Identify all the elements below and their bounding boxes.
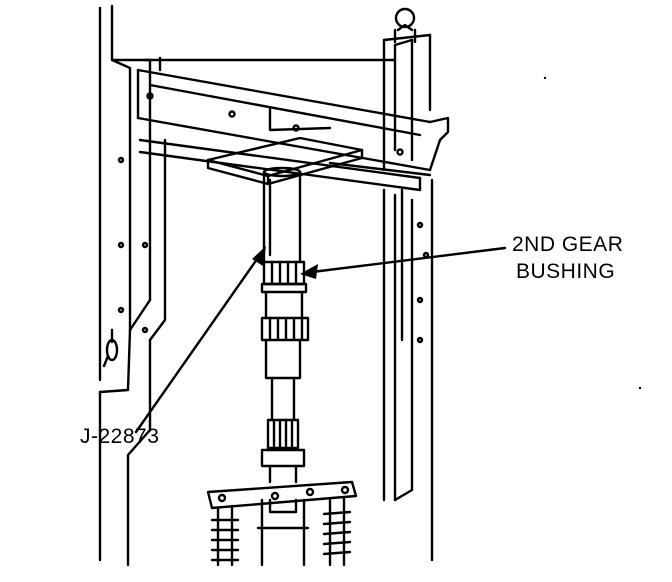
bushing-callout-line2: BUSHING xyxy=(516,260,616,283)
tool-callout: J-22873 xyxy=(80,425,160,448)
gear-bushing xyxy=(260,260,308,294)
press-plate xyxy=(206,136,364,186)
support-rails xyxy=(138,138,432,192)
bushing-callout: 2ND GEAR BUSHING xyxy=(512,231,623,285)
top-cross-beam xyxy=(136,56,450,172)
gear-shaft xyxy=(260,290,310,484)
holding-fixture xyxy=(206,480,358,567)
leader-lines xyxy=(134,246,507,434)
bushing-callout-line1: 2ND GEAR xyxy=(512,233,624,256)
left-frame-column xyxy=(98,4,167,567)
right-frame-column xyxy=(382,7,434,562)
tool-sleeve xyxy=(262,166,302,264)
bushing-arrowhead xyxy=(300,264,318,279)
tool-arrowhead xyxy=(252,246,266,266)
